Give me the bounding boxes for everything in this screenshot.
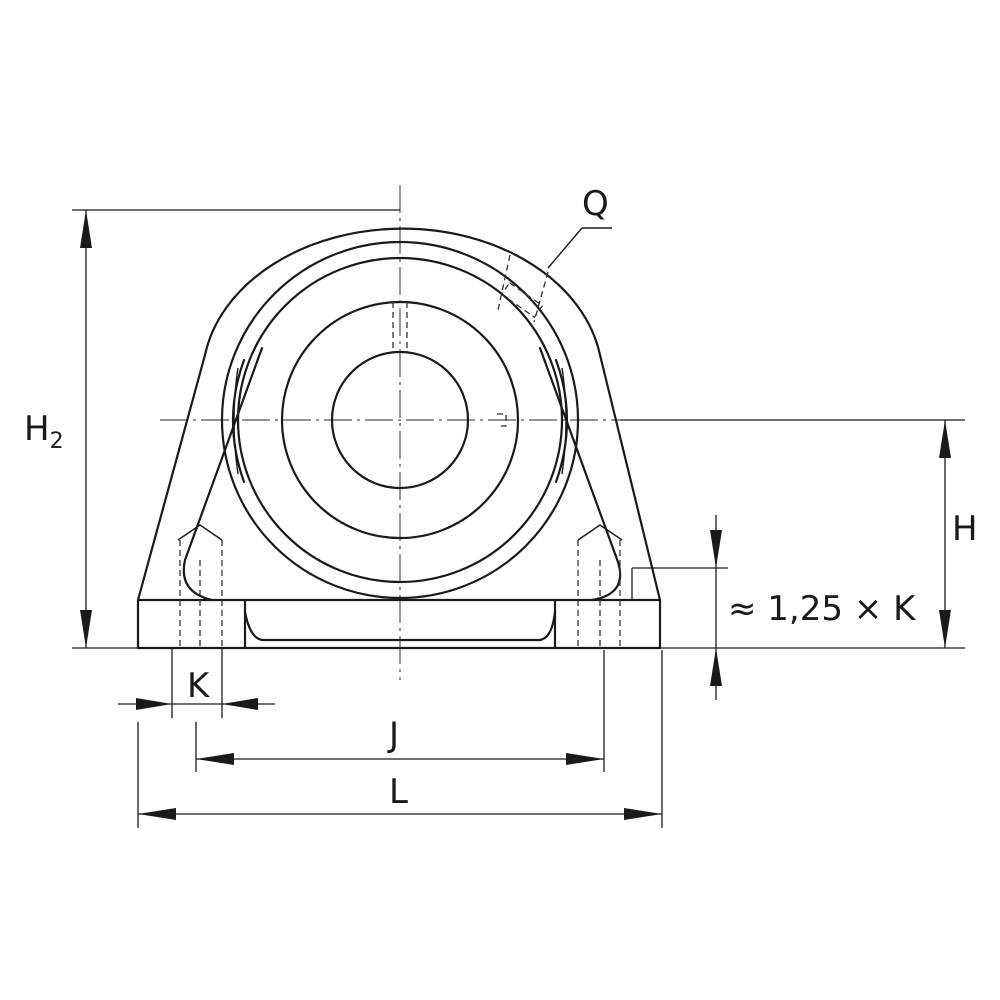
dimension-j: [195, 650, 605, 772]
label-h2: H2: [24, 409, 64, 454]
base-foot: [136, 598, 662, 650]
housing-pockets: [182, 346, 622, 602]
set-screw: [392, 302, 507, 427]
label-l: L: [389, 772, 408, 812]
lube-nipple: [497, 227, 612, 323]
label-h: H: [952, 509, 978, 549]
label-k: K: [187, 666, 211, 706]
dimension-k: [118, 648, 275, 718]
label-base-thickness: ≈ 1,25 × K: [728, 589, 917, 629]
housing-outline: [136, 227, 662, 650]
dimension-base-thickness: [631, 515, 728, 700]
bearing-insert: [220, 240, 580, 600]
bolt-holes: [177, 524, 623, 648]
dimension-h2: [72, 209, 965, 649]
dimension-l: [137, 650, 663, 828]
label-j: J: [387, 715, 399, 755]
dimension-h: [620, 419, 965, 648]
label-q: Q: [582, 184, 609, 224]
